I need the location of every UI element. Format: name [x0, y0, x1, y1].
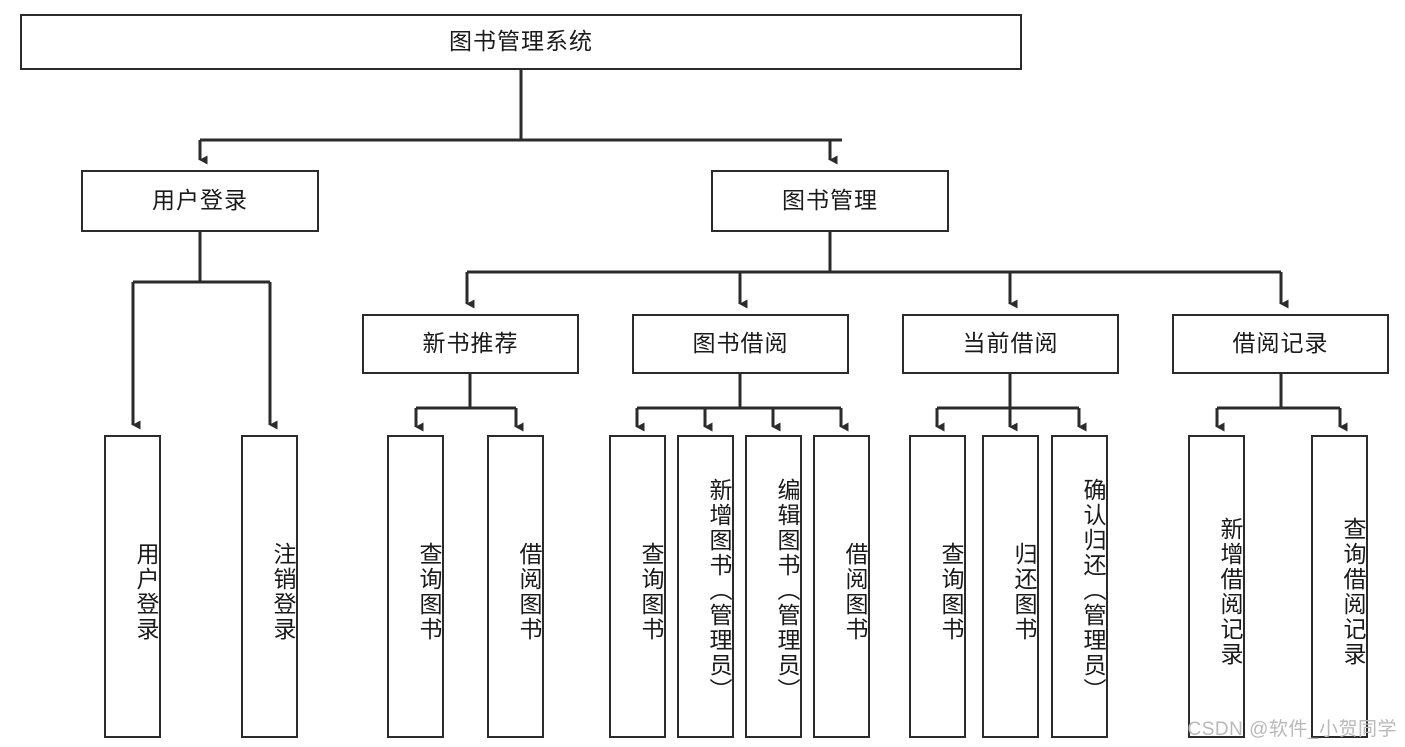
node-leaf-return-book-label: 归还图书: [1011, 541, 1037, 642]
node-leaf-query-record[interactable]: 查询借阅记录: [1311, 435, 1368, 738]
node-leaf-query-book-3[interactable]: 查询图书: [909, 435, 966, 738]
node-leaf-confirm-return[interactable]: 确认归还（管理员）: [1051, 435, 1108, 738]
node-borrow-record-label: 借阅记录: [1232, 330, 1329, 357]
node-leaf-query-book-1-label: 查询图书: [416, 541, 442, 642]
node-book-manage-label: 图书管理: [782, 187, 878, 214]
node-leaf-borrow-book-1-label: 借阅图书: [516, 541, 542, 642]
csdn-watermark: CSDN @软件_小贺同学: [1187, 719, 1397, 740]
node-user-login-label: 用户登录: [152, 187, 248, 214]
node-leaf-add-book[interactable]: 新增图书（管理员）: [677, 435, 734, 738]
node-leaf-borrow-book-2[interactable]: 借阅图书: [813, 435, 870, 738]
node-leaf-query-book-2[interactable]: 查询图书: [609, 435, 666, 738]
node-new-book-rec-label: 新书推荐: [422, 330, 519, 357]
node-leaf-return-book[interactable]: 归还图书: [982, 435, 1039, 738]
node-leaf-user-login[interactable]: 用户登录: [104, 435, 161, 738]
node-leaf-logout[interactable]: 注销登录: [241, 435, 298, 738]
node-root-label: 图书管理系统: [449, 28, 593, 55]
node-leaf-query-book-2-label: 查询图书: [638, 541, 664, 642]
node-book-borrow[interactable]: 图书借阅: [632, 314, 849, 374]
node-leaf-query-book-1[interactable]: 查询图书: [387, 435, 444, 738]
node-leaf-confirm-return-label: 确认归还（管理员）: [1080, 478, 1106, 703]
node-leaf-user-login-label: 用户登录: [133, 541, 159, 642]
node-leaf-query-record-label: 查询借阅记录: [1340, 516, 1366, 667]
node-leaf-add-book-label: 新增图书（管理员）: [706, 478, 732, 703]
node-current-borrow-label: 当前借阅: [962, 330, 1059, 357]
node-current-borrow[interactable]: 当前借阅: [902, 314, 1119, 374]
node-leaf-borrow-book-2-label: 借阅图书: [842, 541, 868, 642]
node-leaf-edit-book[interactable]: 编辑图书（管理员）: [745, 435, 802, 738]
node-new-book-rec[interactable]: 新书推荐: [362, 314, 579, 374]
node-leaf-add-record-label: 新增借阅记录: [1217, 516, 1243, 667]
node-user-login[interactable]: 用户登录: [81, 170, 319, 232]
node-leaf-logout-label: 注销登录: [270, 541, 296, 642]
node-leaf-add-record[interactable]: 新增借阅记录: [1188, 435, 1245, 738]
node-book-borrow-label: 图书借阅: [692, 330, 789, 357]
node-borrow-record[interactable]: 借阅记录: [1172, 314, 1389, 374]
node-book-manage[interactable]: 图书管理: [711, 170, 949, 232]
node-root[interactable]: 图书管理系统: [20, 14, 1022, 70]
node-leaf-query-book-3-label: 查询图书: [938, 541, 964, 642]
node-leaf-borrow-book-1[interactable]: 借阅图书: [487, 435, 544, 738]
node-leaf-edit-book-label: 编辑图书（管理员）: [774, 478, 800, 703]
